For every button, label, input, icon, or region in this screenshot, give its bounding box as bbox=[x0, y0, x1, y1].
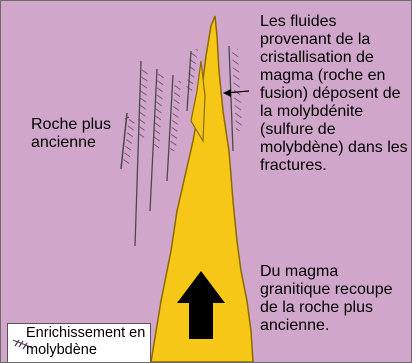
fracture-mineral-6 bbox=[235, 49, 239, 131]
fracture-line-2 bbox=[135, 61, 141, 246]
fracture-mineral-4 bbox=[173, 81, 178, 151]
pointer-arrowhead bbox=[223, 89, 231, 97]
fracture-mineral-5 bbox=[189, 49, 195, 91]
fracture-mineral-2 bbox=[141, 69, 145, 141]
legend-label: Enrichissement en molybdène bbox=[26, 325, 150, 359]
magma-explanation: Du magma granitique recoupe de la roche … bbox=[260, 263, 412, 335]
legend-box: Enrichissement en molybdène bbox=[7, 323, 151, 363]
fluids-explanation: Les fluides provenant de la cristallisat… bbox=[260, 13, 412, 175]
old-rock-label: Roche plus ancienne bbox=[31, 116, 131, 152]
fracture-line-6 bbox=[229, 46, 233, 151]
